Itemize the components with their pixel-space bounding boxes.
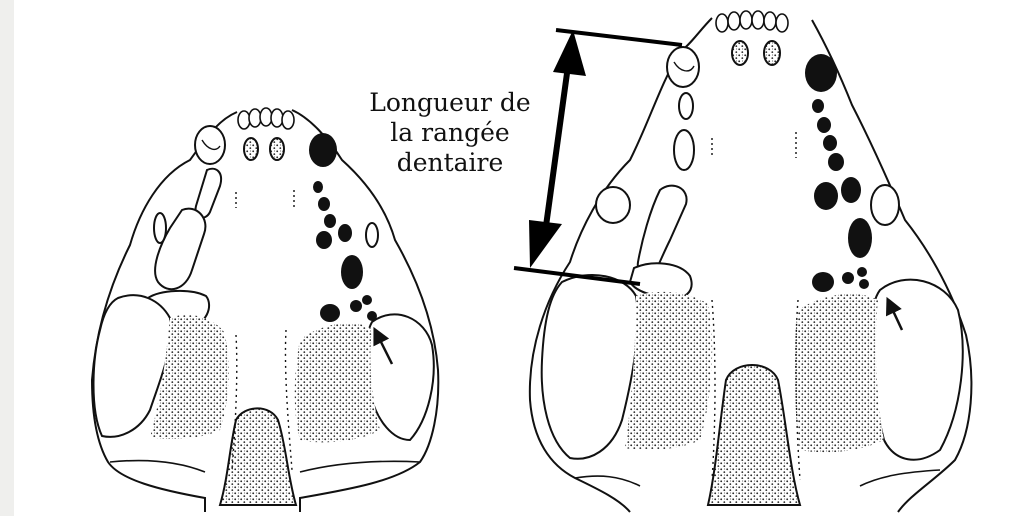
measure-double-arrow-shaft bbox=[546, 66, 568, 226]
label-line-2: la rangée bbox=[356, 118, 544, 148]
right-premolar-2 bbox=[674, 130, 694, 170]
right-premolar-1 bbox=[679, 93, 693, 119]
measure-arrowhead-top bbox=[553, 30, 586, 76]
left-palatal-dots bbox=[236, 190, 294, 208]
right-tooth-sockets bbox=[805, 54, 872, 292]
right-orbit-right bbox=[870, 280, 963, 460]
right-incisor-row bbox=[716, 11, 788, 32]
right-palatine-stipple-a bbox=[625, 292, 712, 450]
right-orbit-left bbox=[542, 275, 638, 459]
tooth-row-length-label: Longueur de la rangée dentaire bbox=[356, 88, 544, 178]
right-suture-a bbox=[712, 300, 715, 480]
measure-arrowhead-bottom bbox=[529, 220, 562, 268]
left-incisor-row bbox=[238, 108, 294, 129]
right-zygoma-line-a bbox=[575, 476, 640, 486]
label-line-1: Longueur de bbox=[356, 88, 544, 118]
left-canine bbox=[195, 126, 225, 164]
right-infraorbital-a bbox=[596, 187, 630, 223]
right-molar-outline bbox=[638, 186, 687, 276]
left-premolar-outline bbox=[196, 169, 222, 218]
label-line-3: dentaire bbox=[356, 148, 544, 178]
left-zygoma-line-a bbox=[110, 460, 205, 472]
left-suture-b bbox=[285, 330, 292, 470]
right-foramen-b bbox=[764, 41, 780, 65]
right-foramen-a bbox=[732, 41, 748, 65]
margin-strip bbox=[0, 0, 14, 516]
right-basisphenoid bbox=[708, 365, 800, 505]
left-infraorbital-a bbox=[154, 213, 166, 243]
left-infraorbital-b bbox=[366, 223, 378, 247]
left-foramen-b bbox=[270, 138, 284, 160]
right-palatine-stipple-b bbox=[794, 294, 884, 452]
right-skull bbox=[530, 11, 972, 512]
left-zygoma-line-b bbox=[300, 461, 420, 472]
left-basisphenoid bbox=[220, 408, 296, 505]
left-foramen-a bbox=[244, 138, 258, 160]
right-palatal-dots bbox=[712, 132, 796, 158]
right-infraorbital-b bbox=[871, 185, 899, 225]
left-palatine-stipple-b bbox=[295, 323, 380, 442]
